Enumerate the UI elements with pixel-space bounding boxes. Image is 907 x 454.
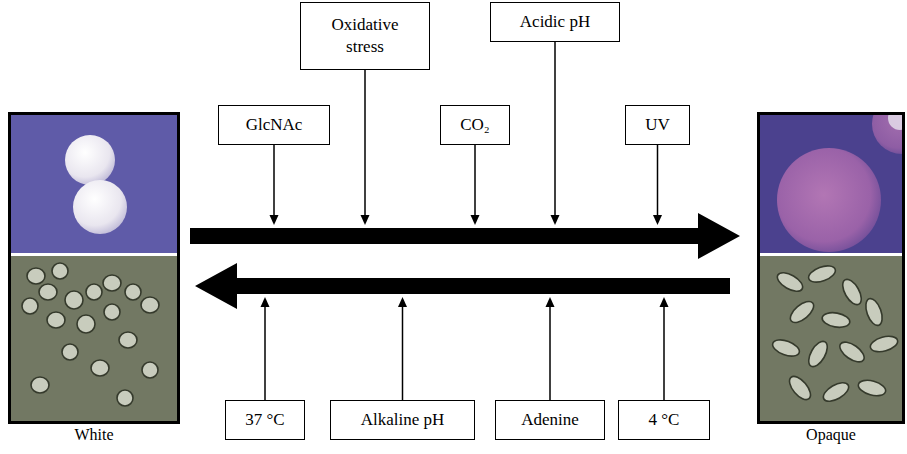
factor-box: 4 °C: [618, 400, 710, 440]
elongated-cells: [770, 263, 899, 405]
factor-box: Alkaline pH: [330, 400, 475, 440]
white-cell-photo: [11, 256, 177, 421]
panel-label: White: [0, 425, 197, 444]
microscope-background: [11, 256, 177, 421]
stimulus-arrow: [361, 70, 370, 225]
stimulus-arrow: [551, 42, 560, 225]
transition-arrow: [190, 213, 740, 259]
stimulus-arrow: [660, 297, 669, 400]
panel-label: Opaque: [740, 425, 907, 444]
white-colony-photo: [11, 115, 177, 253]
factor-box: CO₂: [440, 105, 510, 145]
factor-label: Adenine: [521, 409, 579, 431]
stimulus-arrow: [546, 297, 555, 400]
stimulus-arrow: [398, 297, 407, 400]
white-colony: [65, 135, 115, 185]
factor-box: Adenine: [495, 400, 605, 440]
photo-panel: White: [8, 112, 180, 424]
white-colony: [73, 180, 127, 234]
factor-box: GlcNAc: [218, 105, 330, 145]
stimulus-arrow: [270, 145, 279, 225]
factor-box: 37 °C: [225, 400, 305, 440]
factor-label: UV: [645, 114, 670, 136]
factor-label: 4 °C: [649, 409, 680, 431]
opaque-colony: [872, 115, 902, 154]
factor-box: Acidic pH: [490, 2, 620, 42]
factor-label: GlcNAc: [246, 114, 303, 136]
microscope-background: [760, 256, 902, 421]
opaque-colony: [777, 148, 881, 252]
factor-label: Alkaline pH: [361, 409, 445, 431]
round-cells: [22, 263, 159, 406]
colony-highlight: [888, 115, 902, 130]
stimulus-arrow: [471, 145, 480, 225]
factor-label: 37 °C: [245, 409, 284, 431]
opaque-colony-photo: [760, 115, 902, 253]
factor-label: Oxidative stress: [320, 14, 410, 58]
stimulus-arrow: [261, 297, 270, 400]
photo-panel: Opaque: [757, 112, 905, 424]
factor-label: Acidic pH: [520, 11, 590, 33]
transition-arrow: [195, 263, 730, 309]
factor-label: CO₂: [460, 114, 490, 136]
factor-box: UV: [625, 105, 690, 145]
agar-background: [11, 115, 177, 253]
stimulus-arrow: [653, 145, 662, 225]
opaque-cell-photo: [760, 256, 902, 421]
factor-box: Oxidative stress: [300, 2, 430, 70]
